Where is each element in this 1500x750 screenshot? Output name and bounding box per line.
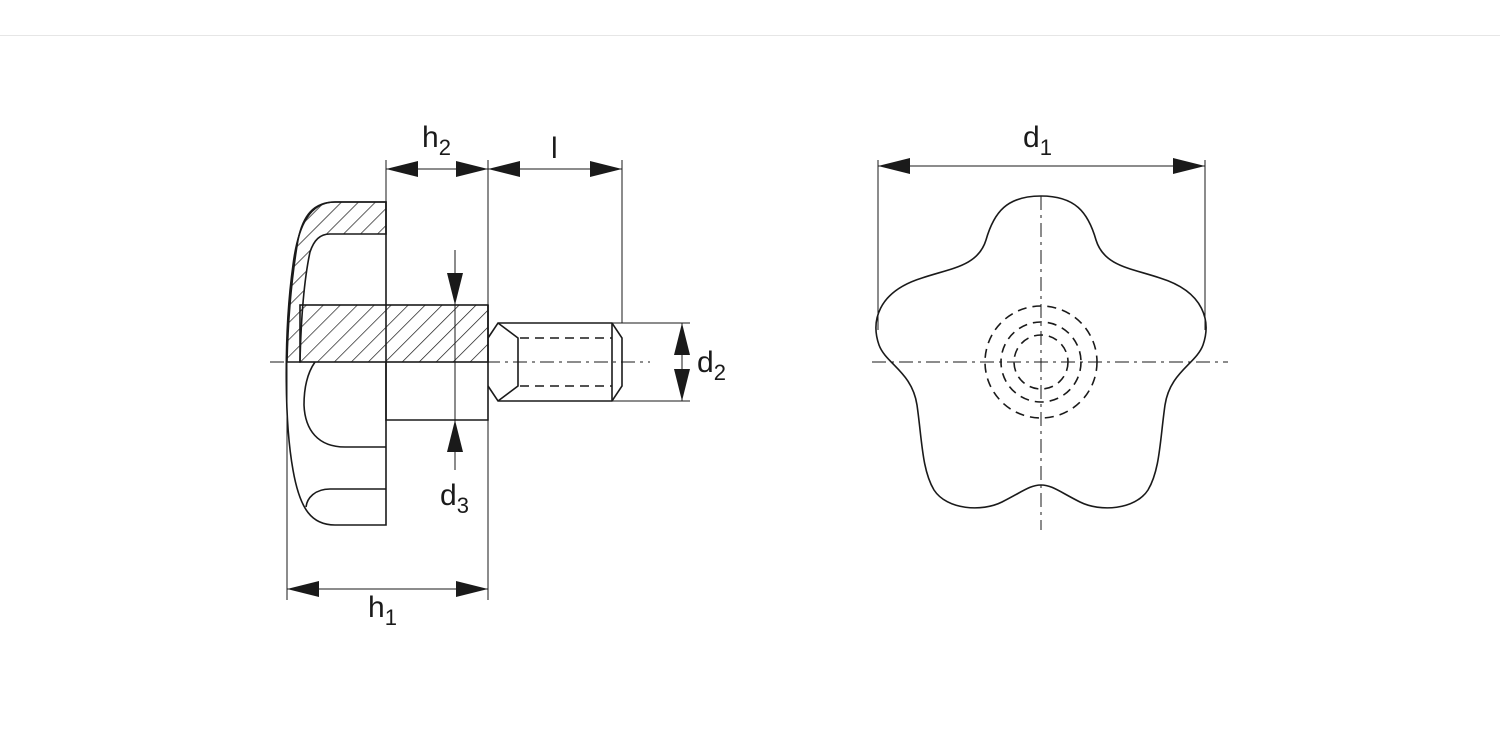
label-h1: h1 — [368, 591, 397, 630]
label-d2: d2 — [697, 346, 726, 385]
front-view: d1 — [872, 121, 1228, 530]
label-d1: d1 — [1023, 121, 1052, 160]
top-divider — [0, 35, 1500, 36]
label-l: l — [551, 132, 558, 165]
label-d3: d3 — [440, 479, 469, 518]
hub-section — [299, 304, 489, 363]
side-view: h2 l h1 d2 d3 — [270, 121, 726, 630]
knob-shell-section — [286, 201, 387, 363]
lower-lip — [305, 488, 386, 508]
inner-groove-lower — [303, 361, 386, 448]
label-h2: h2 — [422, 121, 451, 160]
